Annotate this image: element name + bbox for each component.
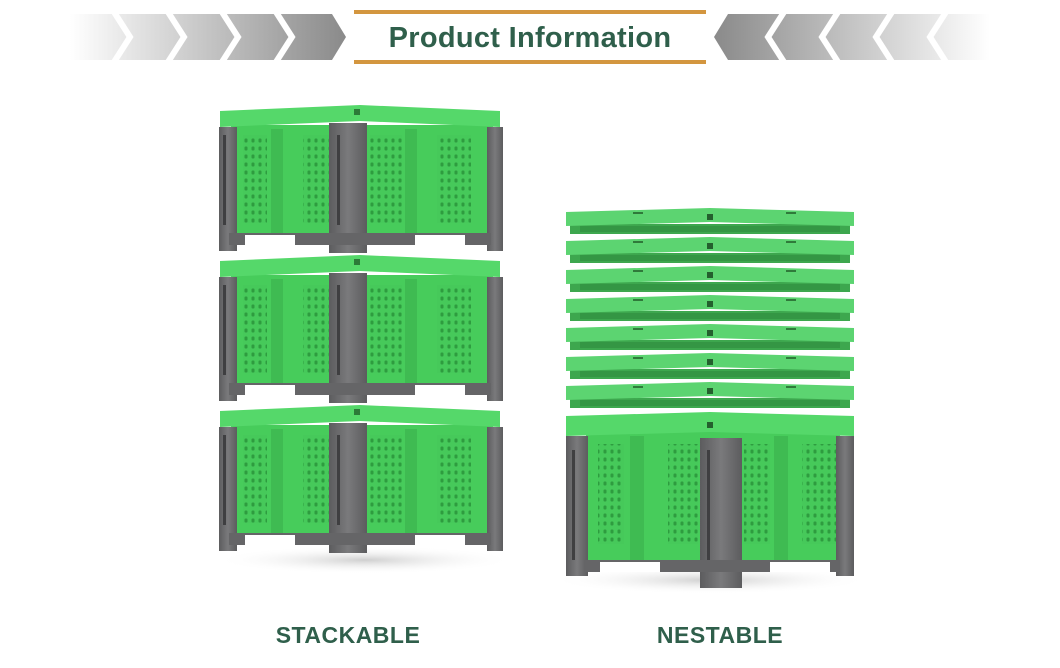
title-box: Product Information — [354, 10, 706, 64]
title-rule-top — [354, 10, 706, 14]
nestable-bins-image — [560, 200, 860, 595]
stackable-label: STACKABLE — [275, 622, 421, 648]
nested-pallet-bins-illustration — [560, 208, 860, 594]
stacked-pallet-bins-illustration — [215, 105, 505, 574]
stackable-bins-image — [215, 105, 505, 575]
nestable-label: NESTABLE — [656, 622, 784, 648]
title-rule-bottom — [354, 60, 706, 64]
chevron-left-arrows-icon — [714, 14, 990, 60]
chevron-right-arrows-icon — [70, 14, 346, 60]
header-banner: Product Information — [0, 0, 1060, 75]
page-title: Product Information — [388, 22, 672, 54]
